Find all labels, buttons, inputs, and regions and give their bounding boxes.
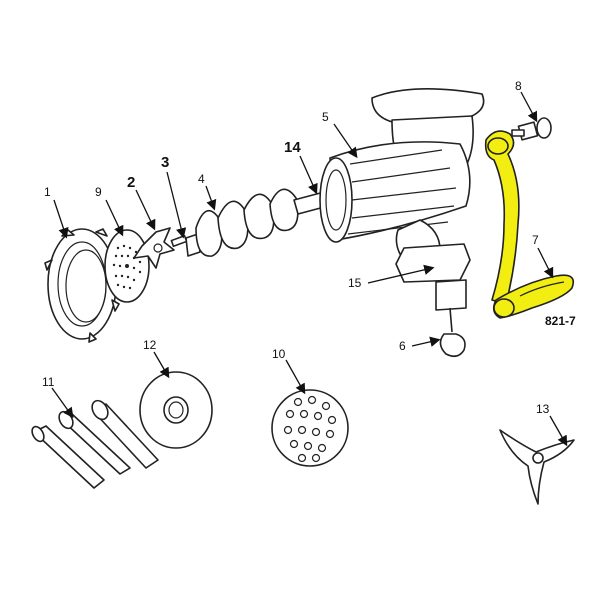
part-code-label: 821-7 — [545, 314, 576, 328]
part-2-knife: 2 — [127, 174, 175, 269]
part-15-clamp-pointer: 15 — [348, 264, 435, 290]
label-9: 9 — [95, 185, 102, 199]
label-13: 13 — [536, 402, 550, 416]
label-15: 15 — [348, 276, 362, 290]
part-6-clamp-screw: 6 — [399, 307, 466, 358]
part-4-worm-screw: 4 — [185, 172, 329, 257]
label-11: 11 — [42, 375, 55, 389]
part-12-spacer-plate: 12 — [139, 338, 213, 449]
part-11-sausage-tubes: 11 — [31, 375, 159, 489]
label-5: 5 — [322, 110, 329, 124]
label-10: 10 — [272, 347, 286, 361]
part-14-spindle-pointer: 14 — [284, 139, 318, 195]
label-4: 4 — [198, 172, 205, 186]
part-5-grinder-body: 5 — [319, 88, 485, 311]
part-8-handle-screw: 8 — [511, 79, 552, 141]
part-10-coarse-plate: 10 — [271, 347, 349, 467]
label-8: 8 — [515, 79, 522, 93]
label-2: 2 — [127, 174, 135, 191]
label-7: 7 — [532, 233, 539, 247]
label-14: 14 — [284, 139, 301, 156]
part-7-crank-handle: 7 821-7 — [484, 130, 576, 328]
label-1: 1 — [44, 185, 51, 199]
label-6: 6 — [399, 339, 406, 353]
label-3: 3 — [161, 154, 169, 171]
part-13-star-knife: 13 — [499, 402, 575, 505]
label-12: 12 — [143, 338, 157, 352]
part-9-fine-plate: 9 — [95, 185, 150, 303]
